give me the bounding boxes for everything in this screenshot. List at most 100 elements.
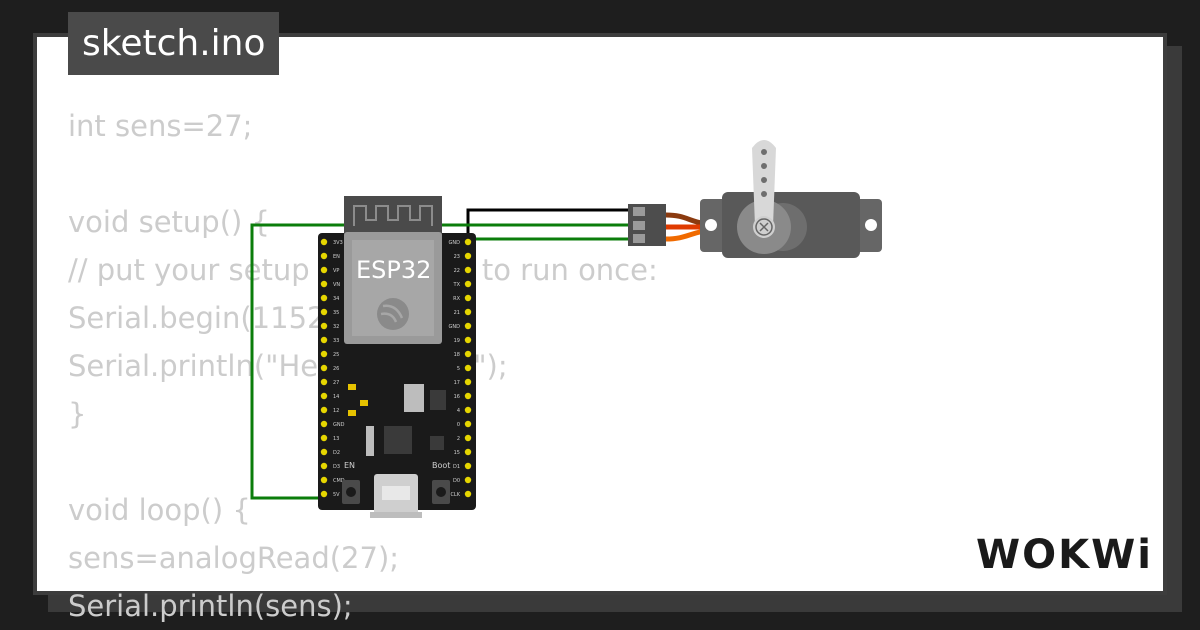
wire-black — [466, 208, 632, 242]
pin-dot[interactable] — [464, 448, 472, 456]
servo-motor[interactable] — [700, 140, 882, 258]
pin-dot[interactable] — [320, 406, 328, 414]
pin-label: 4 — [457, 408, 460, 414]
pin-dot[interactable] — [464, 392, 472, 400]
right-pin-header — [464, 238, 472, 498]
code-line: Serial.println(sens); — [68, 589, 353, 623]
usb-chip — [384, 426, 412, 454]
pin-label: TX — [453, 282, 461, 288]
pin-dot[interactable] — [464, 308, 472, 316]
code-preview: int sens=27;void setup() {// put your se… — [68, 102, 658, 630]
pin-label: 26 — [333, 366, 339, 372]
esp32-label: ESP32 — [356, 256, 431, 284]
pin-dot[interactable] — [320, 266, 328, 274]
wokwi-logo-text: WOKWi — [976, 532, 1148, 578]
pin-label: EN — [333, 254, 340, 260]
pin-label: CMD — [333, 478, 345, 484]
pin-dot[interactable] — [464, 238, 472, 246]
pin-dot[interactable] — [464, 462, 472, 470]
code-line: // put your setup code here, to run once… — [68, 253, 658, 287]
pin-label: 3V3 — [333, 240, 343, 246]
pin-dot[interactable] — [464, 364, 472, 372]
pin-dot[interactable] — [464, 476, 472, 484]
screw-icon — [755, 218, 773, 236]
boot-button-label: Boot — [432, 461, 450, 470]
pin-label: D0 — [453, 478, 460, 484]
pin-dot[interactable] — [464, 490, 472, 498]
left-pin-header — [320, 238, 328, 498]
pin-label: 13 — [333, 436, 339, 442]
pin-dot[interactable] — [464, 420, 472, 428]
pin-label: 33 — [333, 338, 339, 344]
file-tab[interactable]: sketch.ino — [68, 12, 280, 75]
pin-label: D1 — [453, 464, 460, 470]
pin-label: 22 — [454, 268, 460, 274]
pin-label: 23 — [454, 254, 460, 260]
pin-dot[interactable] — [320, 308, 328, 316]
code-line: void loop() { — [68, 493, 251, 527]
pin-label: 0 — [457, 422, 460, 428]
en-button-label: EN — [344, 461, 355, 470]
pin-dot[interactable] — [320, 350, 328, 358]
pin-label: 25 — [333, 352, 339, 358]
pin-label: 18 — [454, 352, 460, 358]
wire-green-signal — [466, 237, 632, 258]
pin-dot[interactable] — [464, 378, 472, 386]
pin-label: 35 — [333, 310, 339, 316]
pin-dot[interactable] — [320, 280, 328, 288]
code-line: } — [68, 397, 87, 431]
pin-dot[interactable] — [464, 350, 472, 358]
pin-dot[interactable] — [320, 364, 328, 372]
pin-label: 5 — [457, 366, 460, 372]
pin-label: 2 — [457, 436, 460, 442]
pin-label: 17 — [454, 380, 460, 386]
pin-dot[interactable] — [320, 476, 328, 484]
pin-dot[interactable] — [320, 434, 328, 442]
pin-dot[interactable] — [464, 266, 472, 274]
pin-label: 16 — [454, 394, 460, 400]
pin-label: GND — [449, 240, 461, 246]
pin-dot[interactable] — [320, 448, 328, 456]
pin-dot[interactable] — [464, 322, 472, 330]
pin-label: D2 — [333, 450, 340, 456]
pin-dot[interactable] — [320, 322, 328, 330]
pin-label: VP — [333, 268, 339, 274]
pin-dot[interactable] — [464, 280, 472, 288]
pin-label: 32 — [333, 324, 339, 330]
pin-dot[interactable] — [464, 252, 472, 260]
pin-label: 14 — [333, 394, 339, 400]
pin-dot[interactable] — [464, 434, 472, 442]
pin-dot[interactable] — [320, 238, 328, 246]
pin-label: 19 — [454, 338, 460, 344]
pin-dot[interactable] — [320, 490, 328, 498]
pin-label: 21 — [454, 310, 460, 316]
pin-dot[interactable] — [464, 336, 472, 344]
pin-dot[interactable] — [320, 462, 328, 470]
pin-label: D3 — [333, 464, 340, 470]
pin-dot[interactable] — [320, 252, 328, 260]
pin-label: 12 — [333, 408, 339, 414]
pin-label: CLK — [450, 492, 460, 498]
esp32-board[interactable]: ESP32 3V3ENVPVN343532332526271412GND13D2… — [318, 196, 476, 518]
pin-label: 27 — [333, 380, 339, 386]
pin-label: 15 — [454, 450, 460, 456]
pin-label: 34 — [333, 296, 339, 302]
pin-label: RX — [453, 296, 460, 302]
pin-dot[interactable] — [464, 294, 472, 302]
code-line: sens=analogRead(27); — [68, 541, 400, 575]
pin-dot[interactable] — [320, 378, 328, 386]
pin-label: VN — [333, 282, 340, 288]
pin-dot[interactable] — [464, 406, 472, 414]
canvas-card — [33, 33, 1167, 595]
pin-label: 5V — [333, 492, 340, 498]
pin-dot[interactable] — [320, 420, 328, 428]
pin-dot[interactable] — [320, 392, 328, 400]
pin-dot[interactable] — [320, 336, 328, 344]
pin-label: GND — [333, 422, 345, 428]
code-line: void setup() { — [68, 205, 270, 239]
pin-dot[interactable] — [320, 294, 328, 302]
pin-label: GND — [449, 324, 461, 330]
